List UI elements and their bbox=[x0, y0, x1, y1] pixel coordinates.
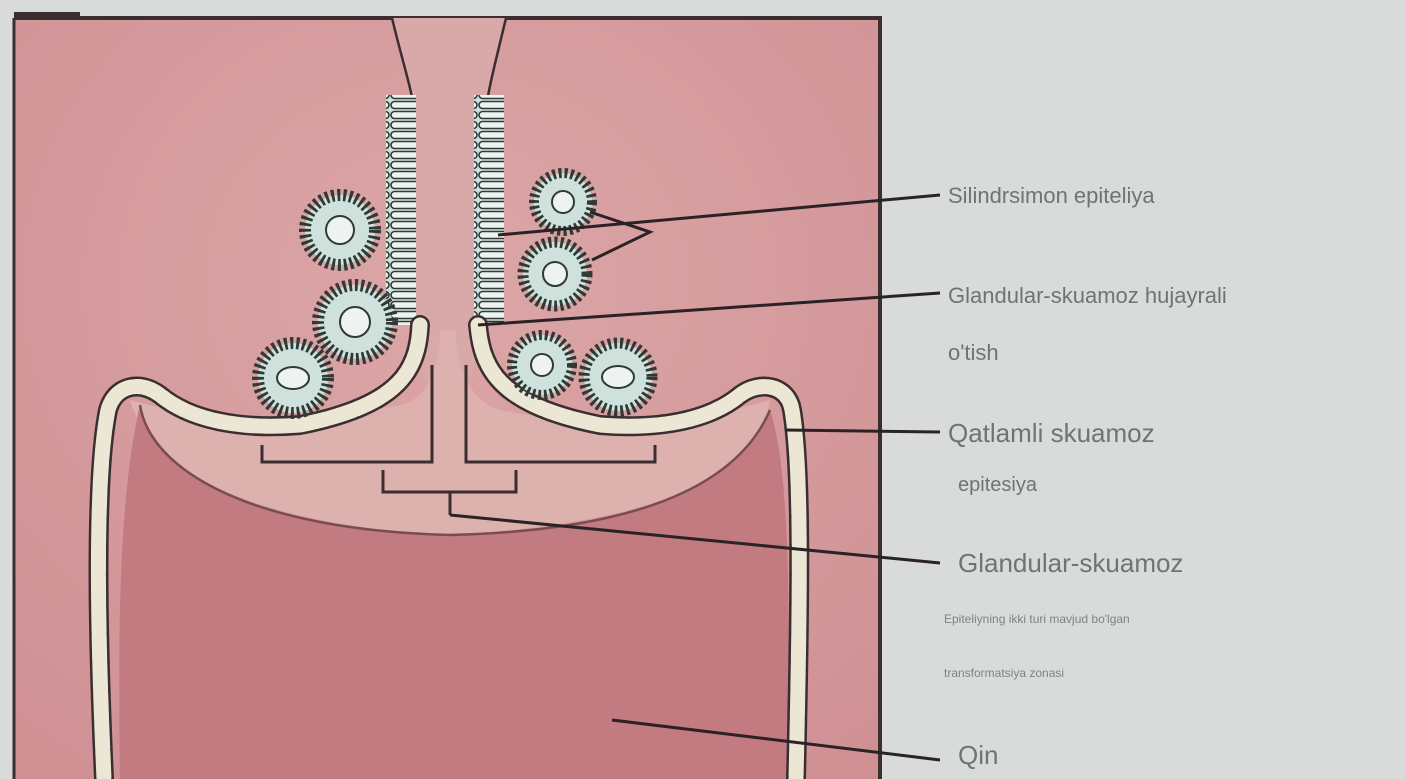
label-vagina: Qin bbox=[958, 740, 998, 771]
label-transformation-desc-2: transformatsiya zonasi bbox=[944, 666, 1064, 680]
gland bbox=[258, 343, 328, 413]
label-stratified-squamous: Qatlamli skuamoz bbox=[948, 418, 1155, 449]
label-columnar-epithelium: Silindrsimon epiteliya bbox=[948, 183, 1155, 209]
label-glandular-squamous-junction: Glandular-skuamoz hujayrali bbox=[948, 283, 1227, 309]
columnar-epithelium-right bbox=[474, 95, 504, 325]
gland bbox=[305, 195, 375, 265]
gland bbox=[318, 285, 392, 359]
columnar-epithelium-left bbox=[386, 95, 416, 325]
label-glandular-squamous-junction-cont: o'tish bbox=[948, 340, 999, 366]
label-transformation-title: Glandular-skuamoz bbox=[958, 548, 1183, 579]
label-transformation-desc-1: Epiteliyning ikki turi mavjud bo'lgan bbox=[944, 612, 1130, 626]
gland bbox=[512, 335, 572, 395]
gland bbox=[534, 173, 592, 231]
gland bbox=[584, 343, 652, 411]
label-stratified-squamous-cont: epitesiya bbox=[958, 474, 1037, 497]
gland bbox=[523, 242, 587, 306]
